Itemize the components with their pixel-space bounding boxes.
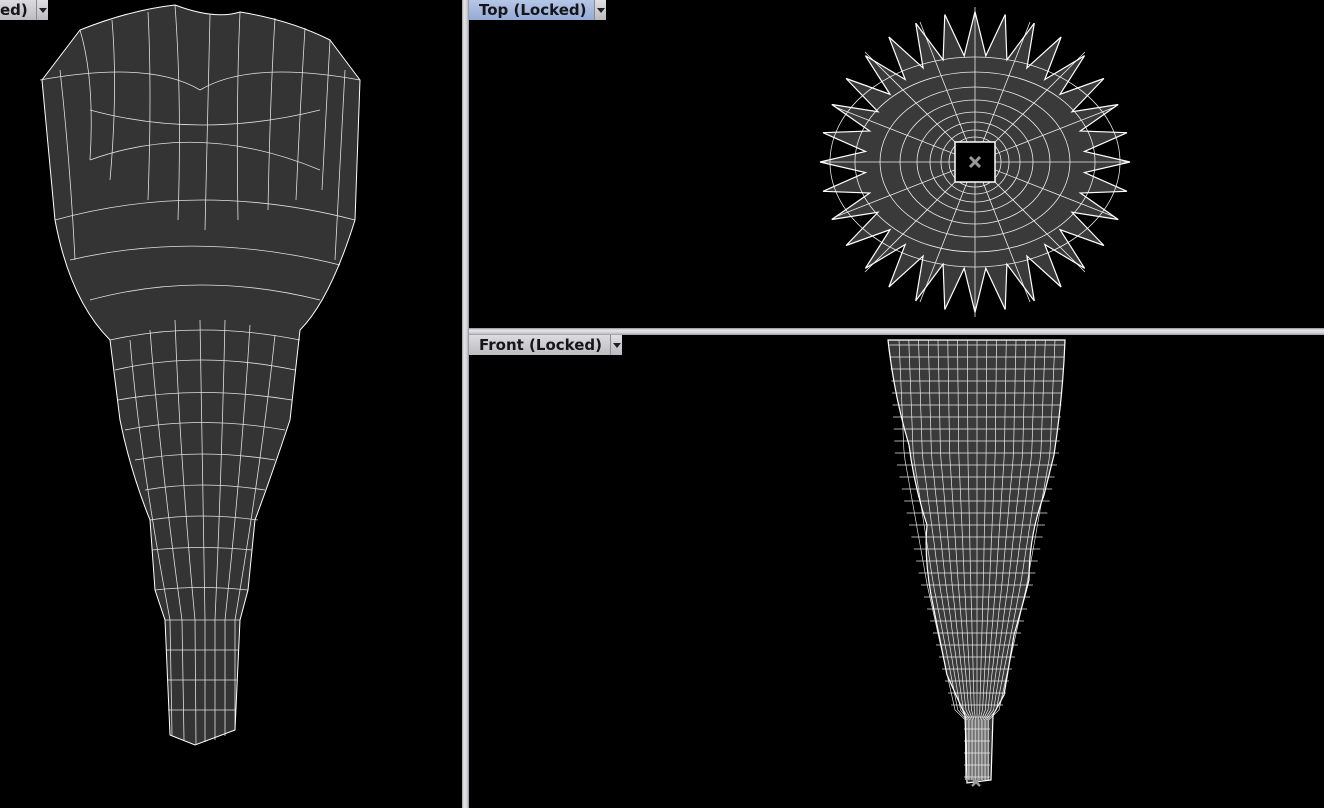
top-viewport-label[interactable]: Top (Locked) [469,0,595,20]
perspective-wireframe [0,0,462,808]
x-marker-icon [970,157,980,167]
chevron-down-icon[interactable] [35,0,48,20]
front-viewport-label[interactable]: Front (Locked) [469,335,611,355]
top-viewport-tab[interactable]: Top (Locked) [469,0,607,20]
viewport-splitter-vertical[interactable] [462,0,469,808]
perspective-viewport-tab[interactable]: ed) [0,0,48,20]
chevron-down-icon[interactable] [594,0,607,20]
front-viewport-tab[interactable]: Front (Locked) [469,335,623,355]
x-marker-icon [972,778,980,786]
perspective-viewport[interactable]: ed) [0,0,462,808]
viewport-splitter-horizontal[interactable] [469,328,1324,335]
top-wireframe [469,0,1324,328]
perspective-viewport-label[interactable]: ed) [0,0,36,20]
front-viewport[interactable]: Front (Locked) [469,335,1324,808]
chevron-down-icon[interactable] [610,335,623,355]
front-wireframe [469,335,1324,808]
top-viewport[interactable]: Top (Locked) [469,0,1324,328]
